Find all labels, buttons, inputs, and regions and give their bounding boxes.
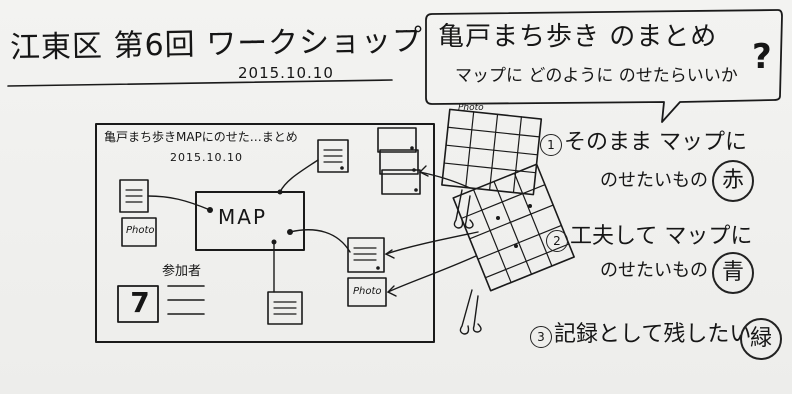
item-3-badge: 緑	[740, 318, 782, 360]
connector-dot-3	[287, 229, 293, 235]
item-1-badge: 赤	[712, 160, 754, 202]
diagram-date: 2015.10.10	[170, 152, 243, 163]
connector-dot-4	[272, 240, 277, 245]
item-3-line1: 記録として残したい	[554, 324, 751, 346]
photo-label-left: Photo	[126, 226, 155, 236]
bubble-question: マップに どのように のせたらいいか	[455, 68, 738, 85]
question-mark: ?	[752, 40, 772, 74]
participants-seven-icon: 7	[122, 286, 158, 320]
title-underline	[8, 80, 392, 86]
scissors-icon-lower	[460, 290, 481, 334]
workshop-date: 2015.10.10	[238, 66, 334, 81]
sheet-photo-label: Photo	[458, 104, 484, 113]
item-2-badge: 青	[712, 252, 754, 294]
connector-right-card	[290, 230, 350, 252]
item-3-number: 3	[530, 326, 552, 348]
connector-top-card	[280, 160, 318, 192]
workshop-title: 江東区 第6回 ワークショップ	[10, 26, 424, 63]
diagram-title: 亀戸まち歩きMAPにのせた…まとめ	[104, 131, 298, 143]
bubble-title: 亀戸まち歩き のまとめ	[438, 24, 717, 50]
item-2-number: 2	[546, 230, 568, 252]
participants-label: 参加者	[162, 265, 201, 278]
photo-label-right: Photo	[353, 287, 382, 297]
connector-left-card	[148, 196, 210, 210]
participants-lines	[168, 286, 204, 314]
item-2-line2: のせたいもの	[600, 262, 708, 280]
item-1-number: 1	[540, 134, 562, 156]
item-1-line1: そのまま マップに	[564, 132, 747, 154]
item-2-line1: 工夫して マップに	[570, 226, 752, 248]
connector-dot-1	[207, 207, 213, 213]
connector-dot-2	[278, 190, 283, 195]
arrow-to-middle-card	[386, 232, 478, 254]
item-1-line2: のせたいもの	[600, 172, 708, 190]
arrow-to-photo-card	[388, 256, 476, 292]
map-label: MAP	[218, 207, 267, 227]
